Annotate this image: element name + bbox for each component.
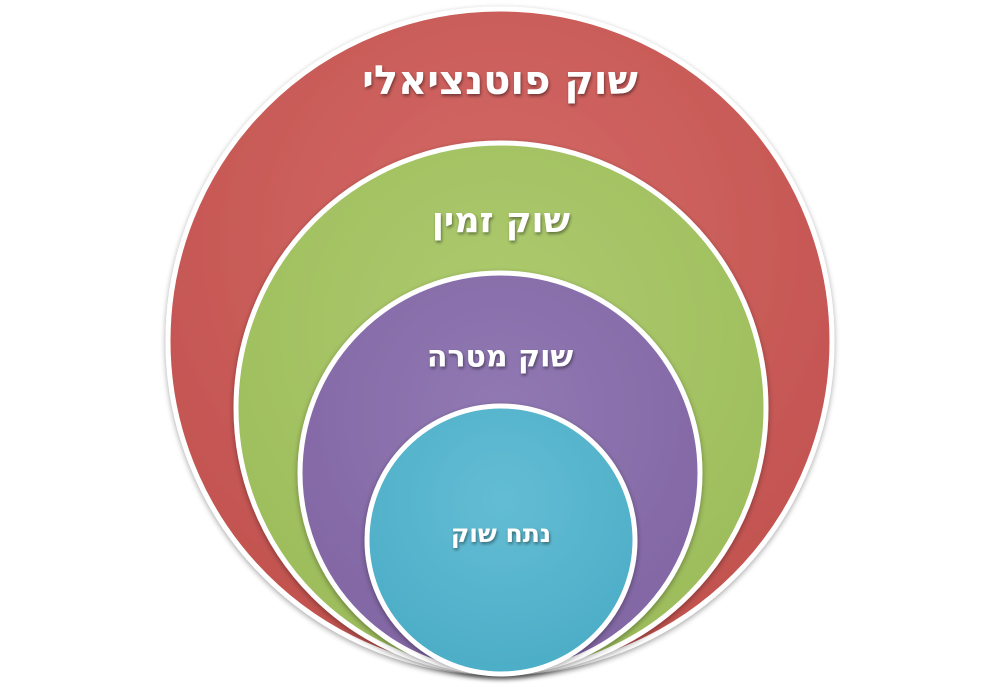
ring-target-market-label: שוק מטרה (427, 340, 574, 375)
ring-market-share: נתח שוק (364, 403, 638, 677)
ring-market-share-circle (364, 403, 638, 677)
ring-market-share-label: נתח שוק (451, 519, 551, 548)
ring-potential-market-label: שוק פוטנציאלי (362, 58, 638, 104)
ring-available-market-label: שוק זמין (432, 201, 571, 241)
